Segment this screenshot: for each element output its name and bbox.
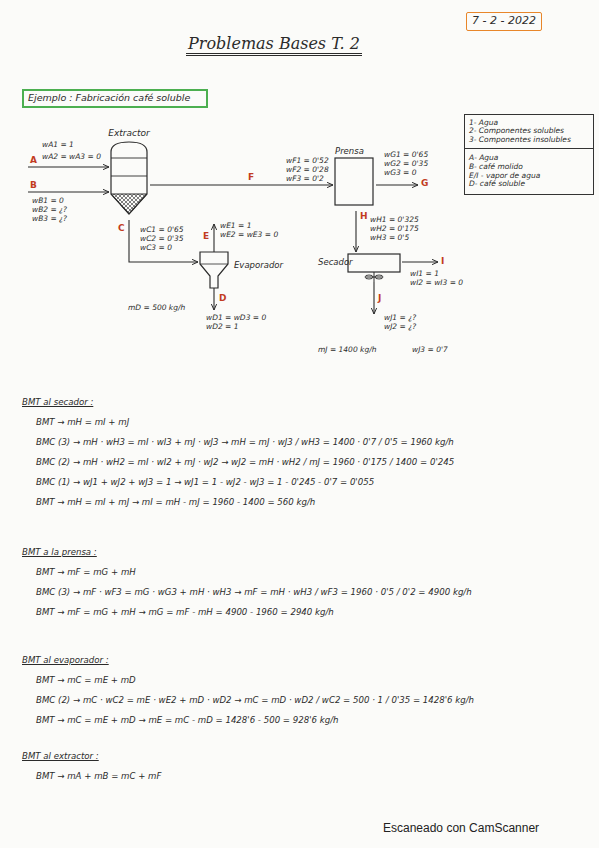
date-box: 7 - 2 - 2022: [466, 12, 542, 31]
unit-name: Secador: [318, 258, 353, 268]
section-heading: BMT a la prensa :: [22, 548, 97, 557]
stream-letter: B: [30, 181, 37, 190]
balance-equation: BMT → mH = mI + mJ: [36, 418, 129, 427]
composition-note: wA1 = 1: [42, 141, 74, 149]
legend-entry: 1- Agua: [469, 119, 589, 128]
example-box: Ejemplo : Fabricación café soluble: [22, 89, 208, 108]
extractor-vessel-outline: [108, 128, 150, 220]
legend-box: 1- Agua2- Componentes solubles3- Compone…: [464, 114, 594, 149]
legend-entry: 3- Componentes insolubles: [469, 136, 589, 145]
composition-note: wG1 = 0'65: [384, 151, 428, 159]
composition-note: wH1 = 0'325: [370, 216, 419, 224]
balance-equation: BMT → mF = mG + mH: [36, 568, 136, 577]
balance-equation: BMT → mH = mI + mJ → mI = mH - mJ = 1960…: [36, 498, 315, 507]
stream-letter: I: [441, 257, 444, 266]
stream-a-line: [28, 166, 109, 167]
composition-note: mD = 500 kg/h: [128, 304, 185, 312]
legend-box: A- AguaB- café molidoE/I - vapor de agua…: [464, 148, 594, 195]
composition-note: wC2 = 0'35: [140, 235, 184, 243]
legend-entry: A- Agua: [469, 154, 589, 163]
composition-note: wE2 = wE3 = 0: [220, 231, 278, 239]
composition-note: wJ3 = 0'7: [412, 346, 448, 354]
evaporator-unit: Evaporador: [198, 248, 293, 292]
stream-letter: E: [203, 232, 209, 241]
composition-note: wG3 = 0: [384, 169, 417, 177]
section-heading: BMT al extractor :: [22, 752, 99, 761]
stream-connector: [150, 184, 333, 185]
composition-note: wA2 = wA3 = 0: [42, 153, 101, 161]
composition-note: wB3 = ¿?: [32, 215, 67, 223]
balance-equation: BMC (3) → mH · wH3 = mI · wI3 + mJ · wJ3…: [36, 438, 454, 447]
dryer-unit: Secador: [318, 252, 404, 292]
section-heading: BMT al secador :: [22, 398, 93, 407]
composition-note: wF2 = 0'28: [286, 166, 329, 174]
stream-letter: J: [378, 294, 381, 303]
composition-note: wE1 = 1: [220, 222, 251, 230]
composition-note: wD2 = 1: [206, 323, 239, 331]
stream-j-line: [373, 282, 374, 314]
date-text: 7 - 2 - 2022: [471, 15, 537, 28]
composition-note: mJ = 1400 kg/h: [318, 346, 376, 354]
unit-name: Evaporador: [234, 261, 283, 271]
composition-note: wD1 = wD3 = 0: [206, 314, 266, 322]
composition-note: wI1 = 1: [410, 270, 439, 278]
stream-connector: [355, 211, 356, 252]
balance-equation: BMT → mC = mE + mD: [36, 676, 136, 685]
composition-note: wF3 = 0'2: [286, 175, 324, 183]
composition-note: wI2 = wI3 = 0: [410, 279, 463, 287]
stream-i-line: [402, 261, 438, 262]
stream-d-line: [213, 288, 214, 310]
composition-note: wB2 = ¿?: [32, 206, 67, 214]
stream-e-line: [213, 224, 214, 252]
composition-note: wG2 = 0'35: [384, 160, 428, 168]
composition-note: wC3 = 0: [140, 244, 172, 252]
composition-note: wF1 = 0'52: [286, 157, 329, 165]
unit-name: Extractor: [100, 128, 158, 138]
balance-equation: BMC (2) → mC · wC2 = mE · wE2 + mD · wD2…: [36, 696, 474, 705]
stream-letter: H: [360, 212, 368, 221]
legend-entry: 2- Componentes solubles: [469, 127, 589, 136]
section-heading: BMT al evaporador :: [22, 656, 109, 665]
balance-equation: BMT → mC = mE + mD → mE = mC - mD = 1428…: [36, 716, 339, 725]
stream-letter: G: [421, 179, 428, 188]
composition-note: wH2 = 0'175: [370, 225, 419, 233]
composition-note: wH3 = 0'5: [370, 234, 409, 242]
balance-equation: BMC (1) → wJ1 + wJ2 + wJ3 = 1 → wJ1 = 1 …: [36, 478, 374, 487]
press-unit: Prensa: [333, 147, 375, 211]
balance-equation: BMC (2) → mH · wH2 = mI · wI2 + mJ · wJ2…: [36, 458, 454, 467]
legend-entry: E/I - vapor de agua: [469, 172, 589, 181]
balance-equation: BMC (3) → mF · wF3 = mG · wG3 + mH · wH3…: [36, 588, 472, 597]
stream-letter: D: [219, 294, 226, 303]
stream-letter: C: [118, 224, 125, 233]
stream-g-line: [376, 184, 418, 185]
stream-letter: A: [30, 156, 37, 165]
composition-note: wJ2 = ¿?: [384, 323, 416, 331]
unit-name: Prensa: [335, 147, 364, 157]
legend-entry: B- café molido: [469, 163, 589, 172]
stream-letter: F: [248, 173, 254, 182]
scanner-watermark: Escaneado con CamScanner: [383, 822, 539, 834]
composition-note: wC1 = 0'65: [140, 226, 184, 234]
balance-equation: BMT → mF = mG + mH → mG = mF - mH = 4900…: [36, 608, 334, 617]
stream-connector: [129, 220, 198, 262]
extractor-vessel: Extractor: [108, 128, 150, 220]
balance-equation: BMT → mA + mB = mC + mF: [36, 772, 161, 781]
composition-note: wJ1 = ¿?: [384, 314, 416, 322]
stream-b-line: [28, 191, 109, 192]
press-unit-outline: [333, 147, 375, 211]
connector-layer: [129, 185, 356, 262]
example-heading: Ejemplo : Fabricación café soluble: [28, 93, 202, 104]
composition-note: wB1 = 0: [32, 197, 64, 205]
legend-entry: D- café soluble: [469, 180, 589, 189]
page-title: Problemas Bases T. 2: [186, 34, 362, 56]
